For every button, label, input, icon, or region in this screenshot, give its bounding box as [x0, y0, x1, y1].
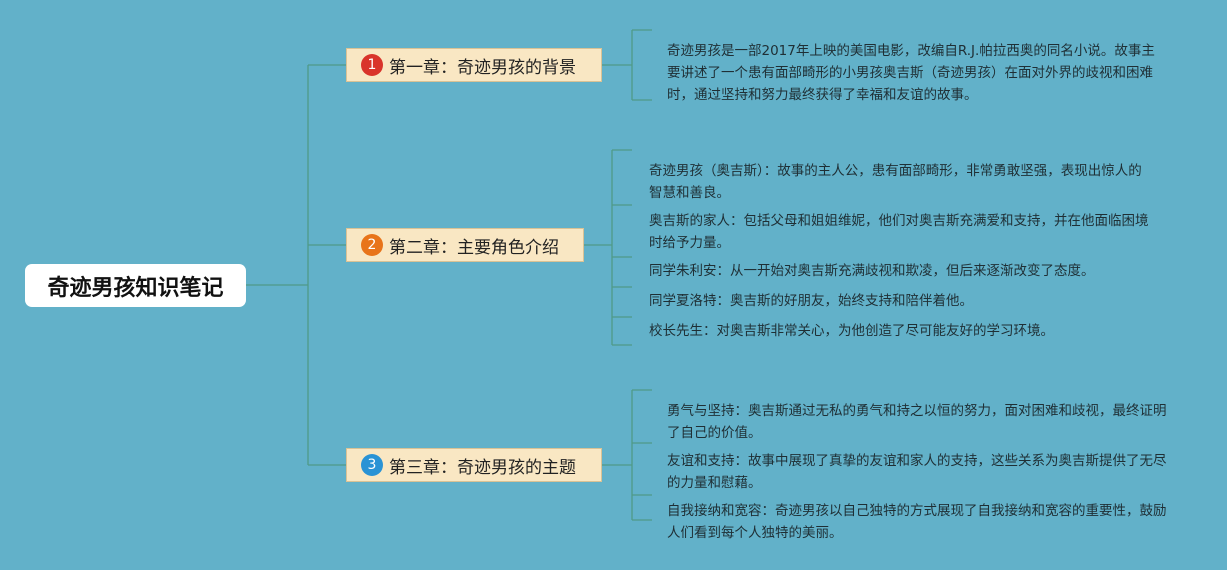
chapter-3-number-badge: 3	[361, 454, 383, 476]
chapter-2-note-3: 同学朱利安：从一开始对奥吉斯充满歧视和欺凌，但后来逐渐改变了态度。	[649, 263, 1095, 279]
chapter-3-note-1: 勇气与坚持：奥吉斯通过无私的勇气和持之以恒的努力，面对困难和歧视，最终证明了自己…	[667, 403, 1167, 441]
chapter-2-number-badge: 2	[361, 234, 383, 256]
chapter-1-node[interactable]: 1 第一章：奇迹男孩的背景	[346, 48, 602, 82]
chapter-1-label: 第一章：奇迹男孩的背景	[389, 57, 576, 78]
chapter-3-note-3: 自我接纳和宽容：奇迹男孩以自己独特的方式展现了自我接纳和宽容的重要性，鼓励人们看…	[667, 503, 1167, 541]
root-title: 奇迹男孩知识笔记	[47, 275, 224, 301]
chapter-1-number-badge: 1	[361, 54, 383, 76]
chapter-3-label: 第三章：奇迹男孩的主题	[389, 457, 576, 478]
chapter-3-note-2: 友谊和支持：故事中展现了真挚的友谊和家人的支持，这些关系为奥吉斯提供了无尽的力量…	[667, 453, 1167, 491]
chapter-2-label: 第二章：主要角色介绍	[389, 237, 559, 258]
chapter-2-note-1: 奇迹男孩（奥吉斯）：故事的主人公，患有面部畸形，非常勇敢坚强，表现出惊人的智慧和…	[649, 163, 1142, 201]
chapter-2-note-2: 奥吉斯的家人：包括父母和姐姐维妮，他们对奥吉斯充满爱和支持，并在他面临困境时给予…	[649, 213, 1149, 251]
chapter-2-node[interactable]: 2 第二章：主要角色介绍	[346, 228, 584, 262]
chapter-1-note-1: 奇迹男孩是一部2017年上映的美国电影，改编自R.J.帕拉西奥的同名小说。故事主…	[667, 43, 1155, 103]
chapter-2-note-5: 校长先生：对奥吉斯非常关心，为他创造了尽可能友好的学习环境。	[649, 323, 1054, 339]
chapter-2-note-4: 同学夏洛特：奥吉斯的好朋友，始终支持和陪伴着他。	[649, 293, 973, 309]
chapter-3-node[interactable]: 3 第三章：奇迹男孩的主题	[346, 448, 602, 482]
root-node[interactable]: 奇迹男孩知识笔记	[25, 264, 246, 307]
